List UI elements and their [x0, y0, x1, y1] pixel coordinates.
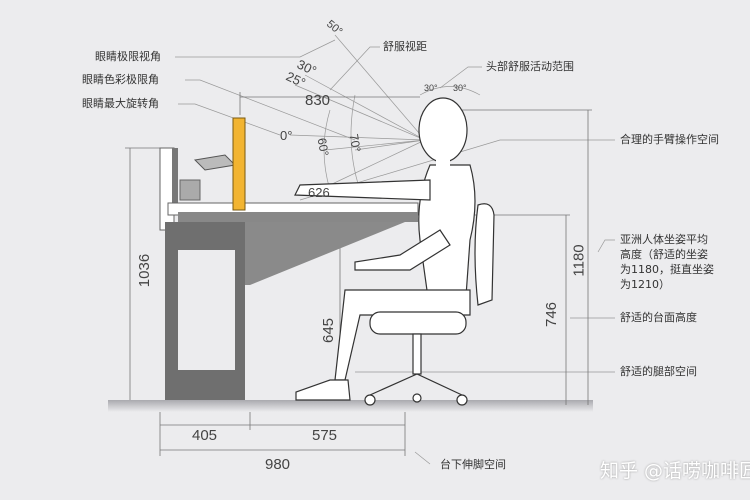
angle-70: 70°: [346, 132, 364, 154]
dim-626: 626: [308, 185, 330, 200]
label-view-distance: 舒服视距: [383, 40, 427, 53]
label-eye-max-rotation: 眼睛最大旋转角: [82, 97, 159, 110]
label-eye-color-limit: 眼睛色彩极限角: [82, 73, 159, 86]
label-sitting-height-3: 为1180，挺直坐姿: [620, 263, 714, 276]
watermark: 知乎 @话唠咖啡匠: [600, 460, 750, 482]
monitor: [232, 117, 246, 211]
angle-head-left: 30°: [424, 83, 438, 93]
dim-830: 830: [305, 92, 331, 109]
label-leg-space: 舒适的腿部空间: [620, 365, 697, 378]
label-eye-limit-angle: 眼睛极限视角: [95, 50, 161, 63]
label-arm-space: 合理的手臂操作空间: [620, 133, 719, 146]
office-chair: [364, 203, 495, 406]
angle-head-right: 30°: [453, 83, 467, 93]
dim-1036: 1036: [136, 253, 154, 288]
label-head-range: 头部舒服活动范围: [486, 60, 574, 73]
label-sitting-height-2: 高度（舒适的坐姿: [620, 248, 708, 261]
label-sitting-height-1: 亚洲人体坐姿平均: [620, 233, 708, 246]
angle-60: 60°: [314, 136, 332, 158]
label-desk-height: 舒适的台面高度: [620, 311, 697, 324]
desk: [159, 117, 419, 400]
label-sitting-height-4: 为1210）: [620, 278, 670, 291]
dim-980: 980: [265, 456, 291, 473]
label-foot-space: 台下伸脚空间: [440, 458, 506, 471]
dim-1180: 1180: [570, 244, 588, 277]
floor: [108, 400, 593, 412]
dim-746: 746: [543, 301, 561, 328]
dim-645: 645: [320, 317, 338, 344]
dim-405: 405: [192, 427, 218, 444]
angle-0: 0°: [280, 128, 293, 143]
sight-lines: [175, 34, 615, 465]
dim-575: 575: [312, 427, 338, 444]
